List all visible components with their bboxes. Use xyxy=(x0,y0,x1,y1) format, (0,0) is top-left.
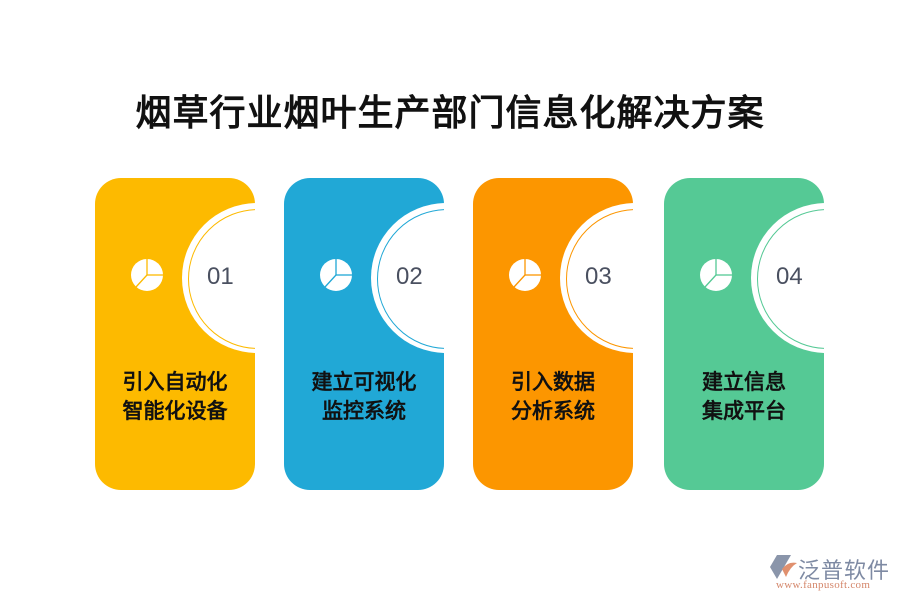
card-label-line2: 集成平台 xyxy=(702,399,786,423)
card-number: 03 xyxy=(585,263,612,290)
solution-card-2: 02 建立可视化 监控系统 xyxy=(284,178,444,490)
solution-card-4: 04 建立信息 集成平台 xyxy=(664,178,824,490)
fanpu-logo: 泛普软件 www.fanpusoft.com xyxy=(768,553,893,593)
card-label-line2: 智能化设备 xyxy=(122,399,228,423)
solution-card-3: 03 引入数据 分析系统 xyxy=(473,178,633,490)
card-number: 01 xyxy=(207,263,234,290)
pie-chart-icon xyxy=(131,259,163,291)
card-label-line1: 建立可视化 xyxy=(311,370,417,394)
card-label-line2: 分析系统 xyxy=(511,399,595,423)
card-number: 04 xyxy=(776,263,803,290)
pie-chart-icon xyxy=(509,259,541,291)
logo-url: www.fanpusoft.com xyxy=(776,579,871,591)
card-label-line1: 引入数据 xyxy=(511,370,595,394)
card-label-line2: 监控系统 xyxy=(322,399,406,423)
card-label-line1: 引入自动化 xyxy=(122,370,228,394)
logo-name: 泛普软件 xyxy=(798,559,891,584)
card-label-line1: 建立信息 xyxy=(702,370,786,394)
card-label: 建立信息 集成平台 xyxy=(664,368,824,426)
card-label: 引入自动化 智能化设备 xyxy=(95,368,255,426)
fanpu-logo-mark-icon xyxy=(770,555,797,579)
card-label: 建立可视化 监控系统 xyxy=(284,368,444,426)
page-title: 烟草行业烟叶生产部门信息化解决方案 xyxy=(135,93,765,134)
pie-chart-icon xyxy=(320,259,352,291)
pie-chart-icon xyxy=(700,259,732,291)
card-label: 引入数据 分析系统 xyxy=(473,368,633,426)
card-number: 02 xyxy=(396,263,423,290)
solution-card-1: 01 引入自动化 智能化设备 xyxy=(95,178,255,490)
